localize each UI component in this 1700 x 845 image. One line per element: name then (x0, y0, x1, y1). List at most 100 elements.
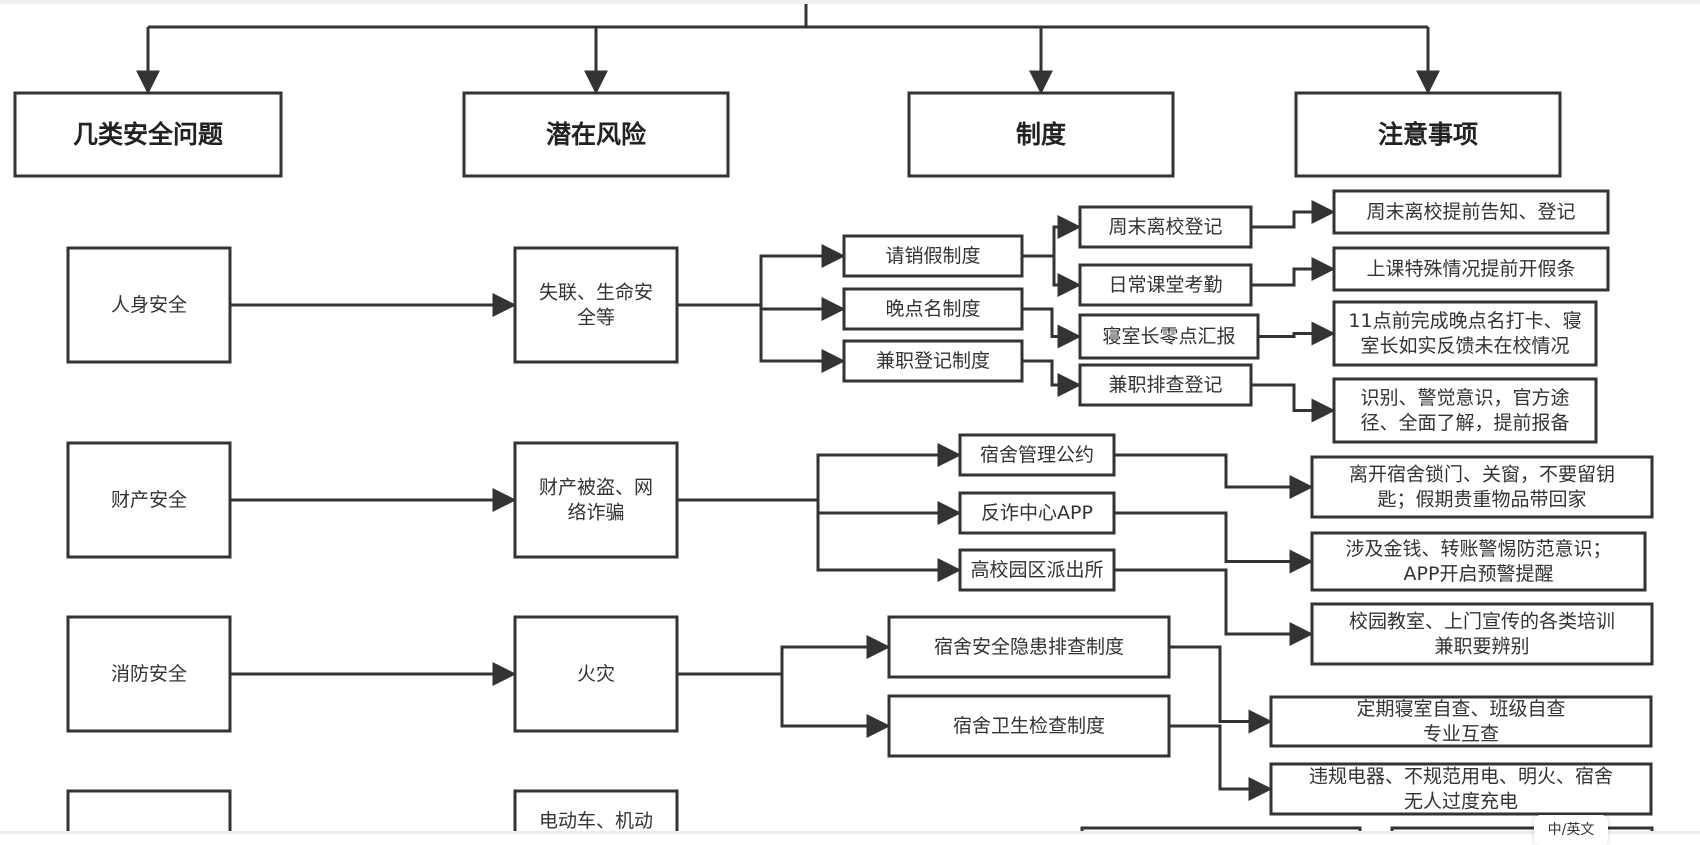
node-label: 财产被盗、网 (539, 477, 653, 499)
system-node-s2[interactable]: 晚点名制度 (842, 287, 1024, 331)
node-label: 兼职登记制度 (876, 350, 990, 372)
node-label: 宿舍卫生检查制度 (953, 715, 1105, 737)
system-node-s6[interactable]: 高校园区派出所 (958, 548, 1116, 592)
subsystem-node-ss4[interactable]: 兼职排查登记 (1078, 363, 1253, 407)
risk-node-r4[interactable]: 电动车、机动 (513, 789, 679, 834)
node-box (958, 548, 1116, 592)
node-box (1332, 189, 1610, 235)
connector-arrow-21 (1022, 359, 1082, 397)
node-layer: 几类安全问题潜在风险制度注意事项人身安全财产安全消防安全失联、生命安全等财产被盗… (13, 91, 1654, 834)
connector-arrow-27 (1114, 511, 1314, 574)
connector-arrow-24 (1258, 321, 1336, 346)
node-label: 财产安全 (111, 489, 187, 511)
subsystem-node-ss1[interactable]: 周末离校登记 (1078, 205, 1253, 249)
node-label: 电动车、机动 (539, 810, 653, 832)
node-label: 消防安全 (111, 663, 187, 685)
node-label: 高校园区派出所 (970, 559, 1103, 581)
node-box (1078, 205, 1253, 249)
node-label: 制度 (1016, 120, 1066, 149)
connector-arrow-22 (1251, 200, 1336, 229)
column-header-h3[interactable]: 制度 (907, 91, 1175, 178)
node-label: 失联、生命安 (539, 282, 653, 304)
node-box (1332, 377, 1598, 444)
node-label: 识别、警觉意识，官方途 (1360, 387, 1569, 409)
node-label: 涉及金钱、转账警惕防范意识； (1345, 538, 1611, 560)
node-label: 人身安全 (111, 294, 187, 316)
category-node-c4[interactable] (66, 789, 232, 834)
node-label: 径、全面了解，提前报备 (1360, 412, 1569, 434)
subsystem-node-ss2[interactable]: 日常课堂考勤 (1078, 263, 1253, 307)
node-box (1310, 602, 1654, 666)
category-node-c1[interactable]: 人身安全 (66, 246, 232, 364)
node-box (66, 246, 232, 364)
node-label: 周末离校登记 (1108, 216, 1222, 238)
connector-arrow-29 (1169, 645, 1273, 734)
column-header-h1[interactable]: 几类安全问题 (13, 91, 283, 178)
node-box (887, 615, 1171, 679)
node-label: 请销假制度 (885, 245, 980, 267)
canvas-bottom-edge (0, 831, 1700, 834)
language-toggle-tooltip[interactable]: 中/英文 (1534, 815, 1608, 845)
node-box (1310, 531, 1647, 592)
system-node-s8[interactable]: 宿舍卫生检查制度 (887, 694, 1171, 758)
node-box (462, 91, 730, 178)
node-label: 宿舍安全隐患排查制度 (934, 636, 1124, 658)
connector-arrow-10 (677, 244, 846, 307)
risk-node-r3[interactable]: 火灾 (513, 615, 679, 733)
category-node-c3[interactable]: 消防安全 (66, 615, 232, 733)
connector-layer (136, 4, 1440, 801)
node-box (13, 91, 283, 178)
node-box (842, 339, 1024, 383)
subsystem-node-ss3[interactable]: 寝室长零点汇报 (1078, 313, 1260, 360)
node-box (1269, 695, 1653, 748)
connector-arrow-16 (677, 635, 891, 676)
node-label: 寝室长零点汇报 (1102, 326, 1235, 348)
system-node-s4[interactable]: 宿舍管理公约 (958, 433, 1116, 477)
node-label: 无人过度充电 (1404, 791, 1518, 813)
node-label: 违规电器、不规范用电、明火、宿舍 (1309, 766, 1613, 788)
node-box (887, 694, 1171, 758)
column-header-h4[interactable]: 注意事项 (1294, 91, 1562, 178)
connector-arrow-19 (1022, 254, 1082, 297)
connector-arrow-30 (1169, 724, 1273, 801)
node-box (513, 789, 679, 834)
note-node-n6[interactable]: 涉及金钱、转账警惕防范意识； APP开启预警提醒 (1310, 531, 1647, 592)
connector-arrow-20 (1022, 307, 1082, 349)
node-box (1310, 455, 1654, 519)
node-label: 专业互查 (1423, 723, 1499, 745)
node-label: 宿舍管理公约 (980, 444, 1094, 466)
node-label: 室长如实反馈未在校情况 (1360, 335, 1569, 357)
note-node-n1[interactable]: 周末离校提前告知、登记 (1332, 189, 1610, 235)
connector-arrow-13 (677, 443, 962, 502)
node-label: 注意事项 (1378, 120, 1478, 149)
node-box (1078, 363, 1253, 407)
connector-arrow-15 (677, 498, 962, 582)
node-label: 反诈中心APP (981, 502, 1093, 524)
column-header-h2[interactable]: 潜在风险 (462, 91, 730, 178)
node-box (842, 234, 1024, 278)
node-box (958, 433, 1116, 477)
connector-arrow-26 (1114, 453, 1314, 499)
category-node-c2[interactable]: 财产安全 (66, 441, 232, 559)
system-node-s7[interactable]: 宿舍安全隐患排查制度 (887, 615, 1171, 679)
node-box (1078, 263, 1253, 307)
connector-arrow-28 (1114, 568, 1314, 646)
node-box (1332, 300, 1598, 367)
system-node-s1[interactable]: 请销假制度 (842, 234, 1024, 278)
note-node-n2[interactable]: 上课特殊情况提前开假条 (1332, 246, 1610, 292)
system-node-s3[interactable]: 兼职登记制度 (842, 339, 1024, 383)
node-label: 络诈骗 (567, 502, 624, 524)
node-box (1294, 91, 1562, 178)
system-node-s5[interactable]: 反诈中心APP (958, 491, 1116, 535)
node-label: 潜在风险 (546, 120, 647, 149)
node-label: APP开启预警提醒 (1404, 563, 1554, 585)
node-box (1332, 246, 1610, 292)
